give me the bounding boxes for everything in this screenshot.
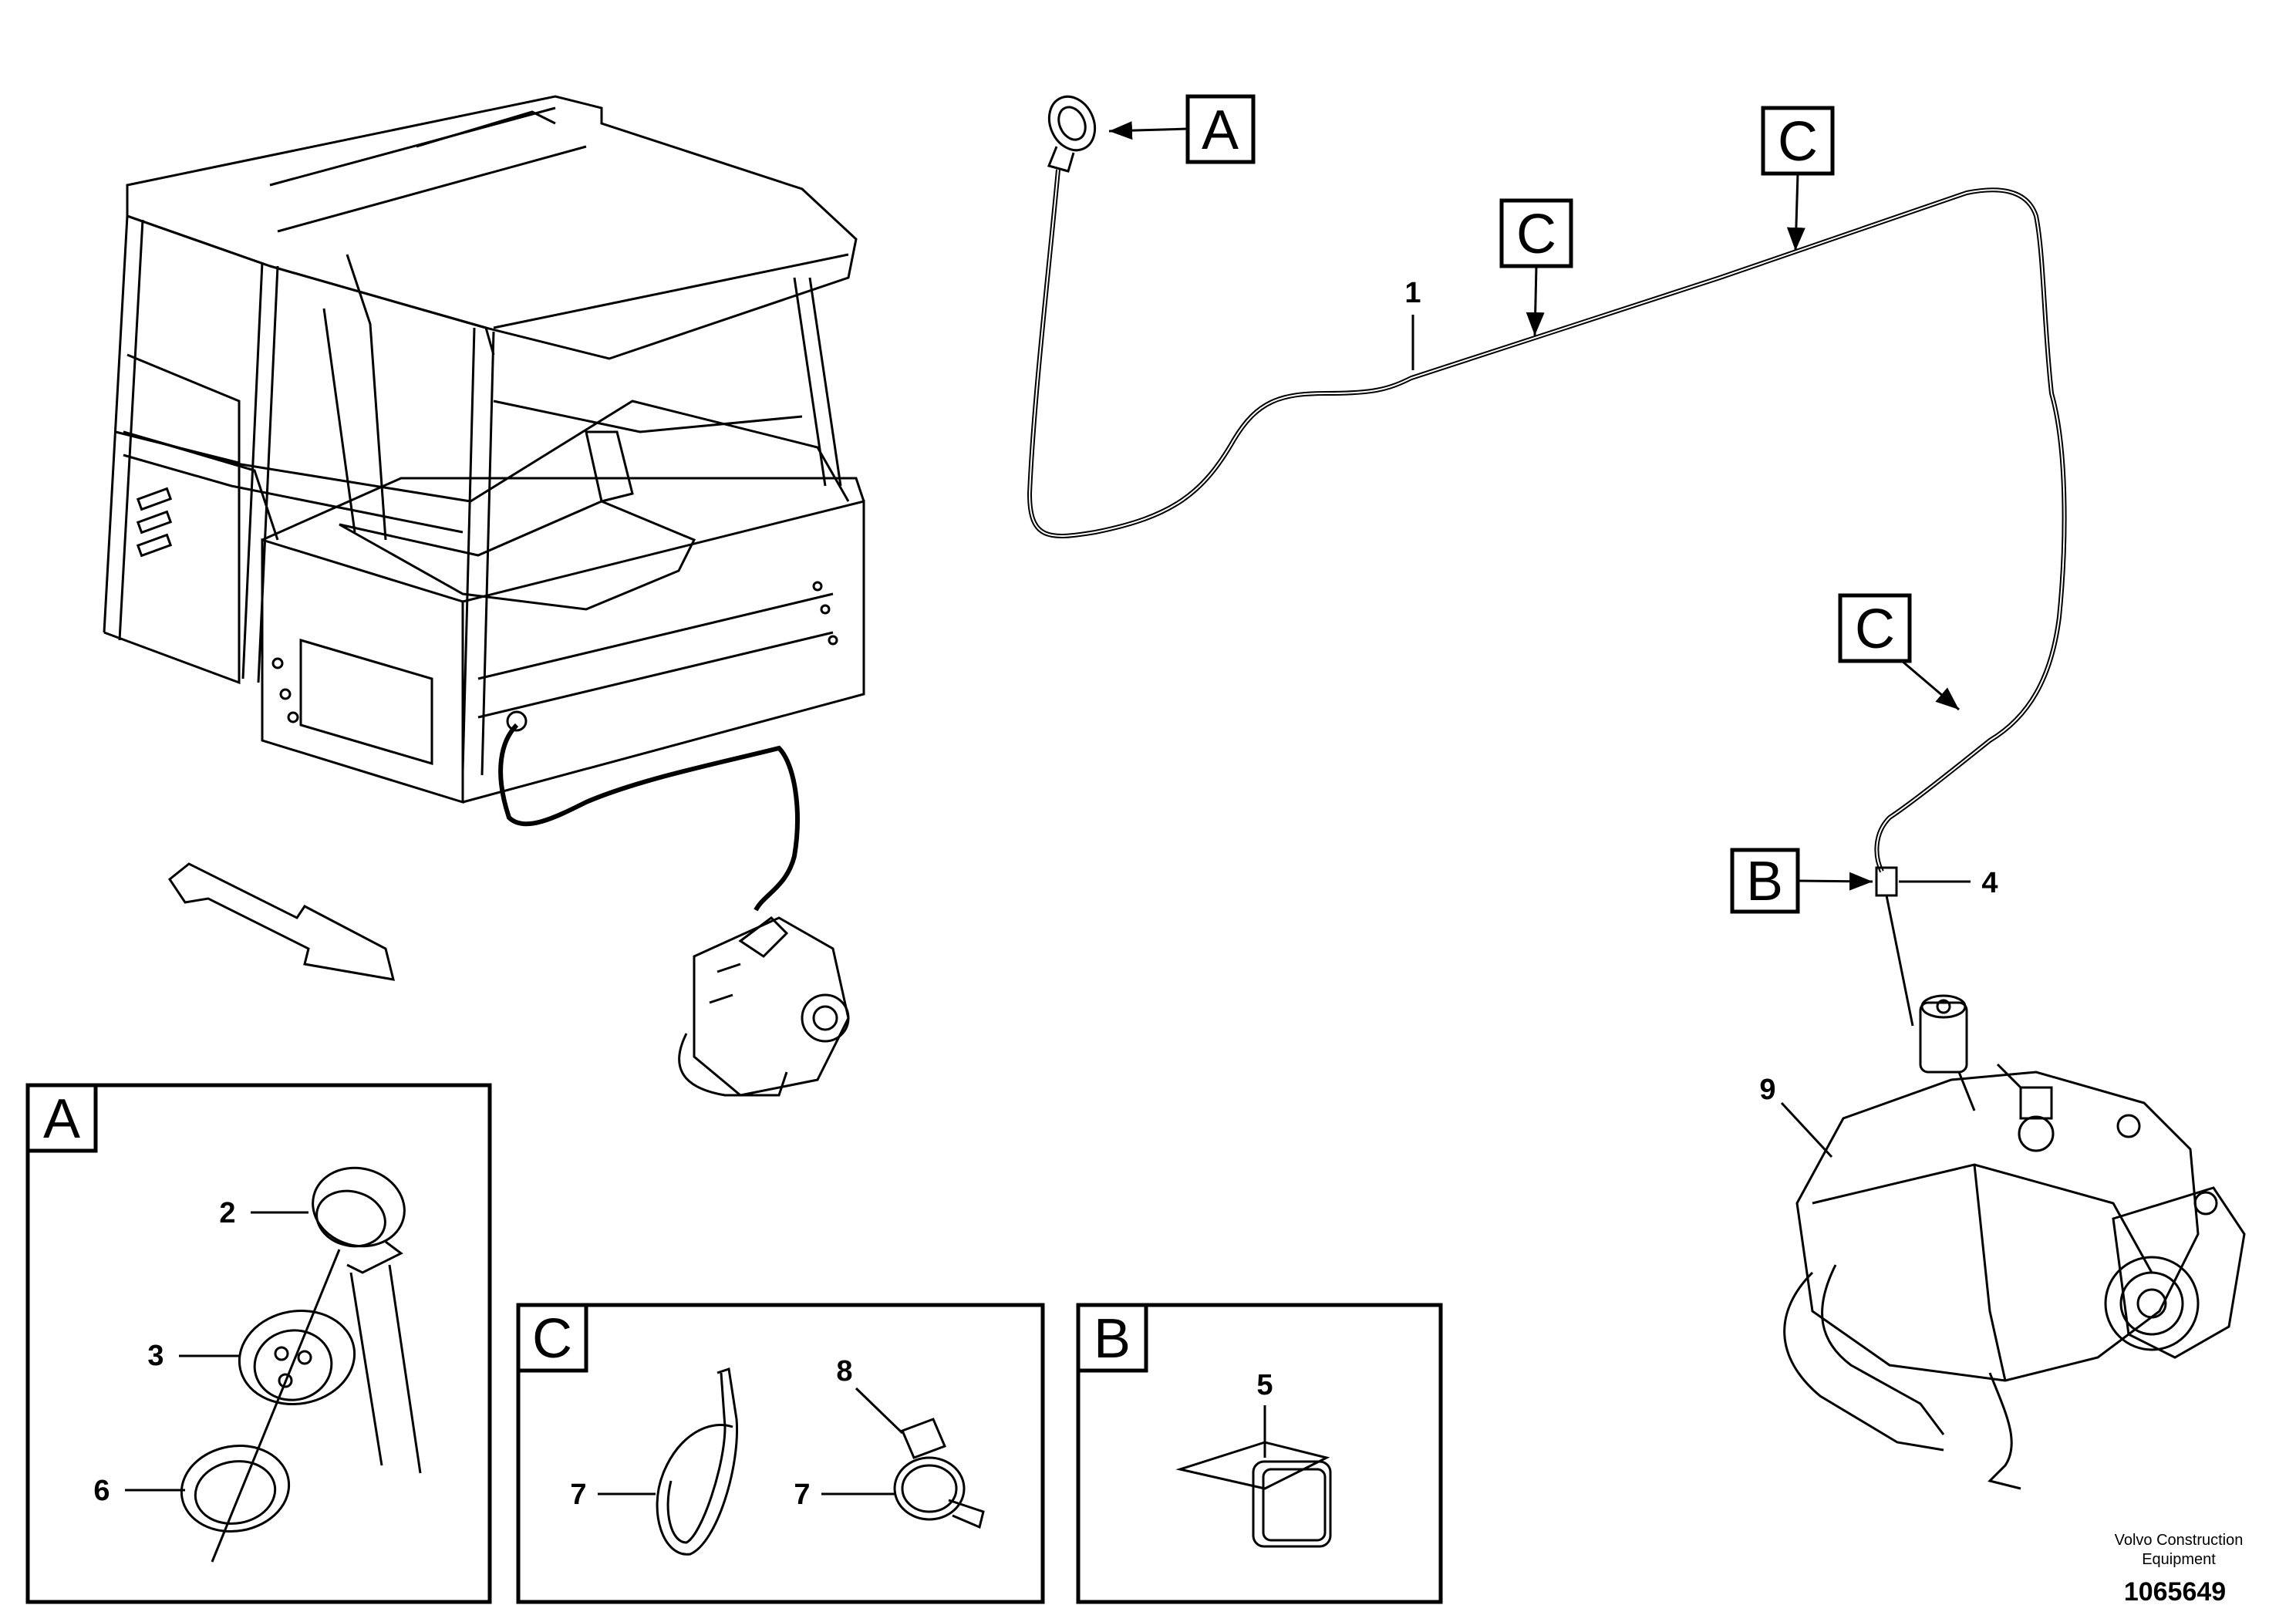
callout-c-3: C (1838, 593, 1960, 711)
svg-text:2: 2 (219, 1197, 235, 1229)
pump-large-illustration (1783, 994, 2246, 1490)
svg-text:C: C (532, 1308, 572, 1370)
svg-text:3: 3 (147, 1340, 164, 1372)
item-label-3: 3 (147, 1340, 239, 1372)
detail-panel-c: C 7 8 7 (516, 1303, 1045, 1604)
tie-clip-illustration (893, 1418, 985, 1529)
item-label-4: 4 (1899, 867, 1998, 899)
company-name-line2: Equipment (2142, 1551, 2216, 1568)
cab-harness (498, 723, 800, 912)
detail-panel-b: B 5 (1076, 1303, 1443, 1604)
detail-panel-a: A 2 3 6 (25, 1083, 492, 1604)
callout-a-top: A (1108, 94, 1256, 164)
callout-c-1: C (1499, 198, 1573, 336)
svg-text:C: C (1516, 204, 1556, 265)
item-label-2: 2 (219, 1197, 308, 1229)
svg-text:8: 8 (836, 1355, 852, 1388)
svg-text:B: B (1094, 1308, 1131, 1370)
cab-illustration (103, 95, 865, 804)
plug-illustration (1175, 1441, 1332, 1548)
connector-parts-a (180, 1166, 422, 1563)
svg-text:B: B (1746, 851, 1783, 912)
connector-a-illustration (1047, 95, 1097, 173)
item-label-6: 6 (93, 1475, 185, 1507)
svg-text:9: 9 (1759, 1074, 1775, 1106)
harness-cable (1027, 169, 2067, 873)
svg-text:4: 4 (1981, 867, 1998, 899)
svg-text:7: 7 (570, 1479, 586, 1511)
item-label-5: 5 (1256, 1369, 1273, 1458)
drawing-number: 1065649 (2124, 1577, 2226, 1607)
svg-text:A: A (1202, 99, 1239, 161)
company-name-line1: Volvo Construction (2115, 1532, 2244, 1549)
cable-tie-illustration (656, 1367, 739, 1556)
callout-b-main: B (1730, 848, 1873, 914)
svg-text:A: A (43, 1088, 80, 1150)
item-label-7b: 7 (794, 1479, 895, 1511)
item-label-7a: 7 (570, 1479, 656, 1511)
svg-text:6: 6 (93, 1475, 110, 1507)
svg-text:C: C (1778, 111, 1818, 173)
harness-inner (1028, 169, 2065, 872)
callout-c-2: C (1761, 106, 1835, 251)
svg-text:1: 1 (1404, 277, 1421, 309)
item-label-8: 8 (836, 1355, 904, 1435)
svg-text:7: 7 (794, 1479, 810, 1511)
pump-small-illustration (678, 916, 850, 1097)
item-label-9: 9 (1759, 1074, 1833, 1158)
svg-text:5: 5 (1256, 1369, 1273, 1401)
item-label-1: 1 (1404, 277, 1421, 370)
svg-text:C: C (1855, 599, 1895, 660)
direction-arrow (167, 862, 396, 981)
